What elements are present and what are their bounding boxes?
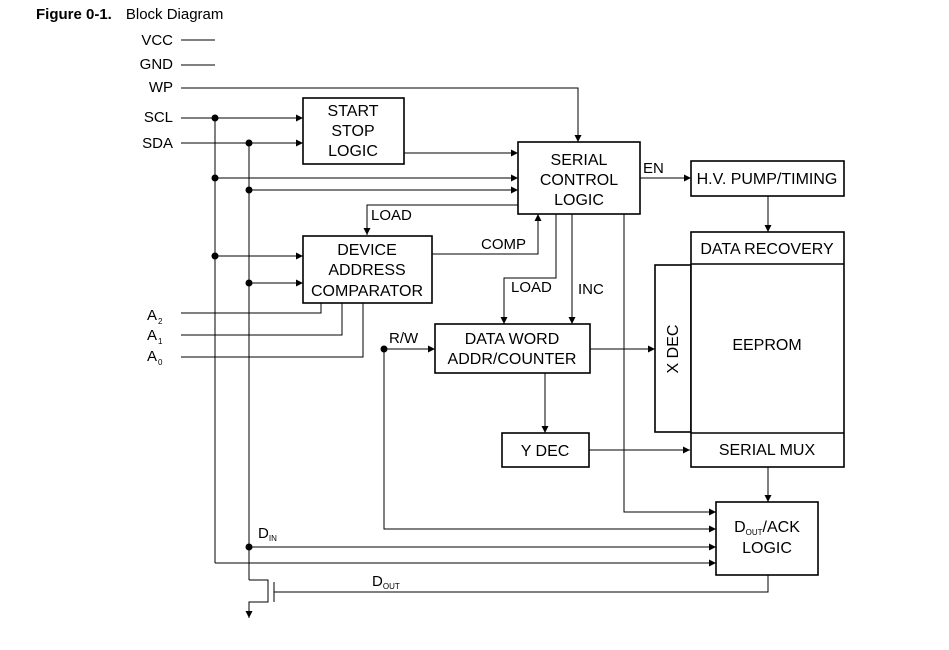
block-labels: START STOP LOGIC SERIAL CONTROL LOGIC H.… [311,103,837,557]
signal-dout-label: DOUT [372,573,400,591]
signal-comp-label: COMP [481,236,526,253]
x-dec-label: X DEC [665,325,682,374]
y-dec-label: Y DEC [521,443,570,460]
dout-ack-line-2: LOGIC [742,540,792,557]
pin-a0-label: A0 [147,348,163,367]
junction-sda-1 [245,139,253,147]
junction-rw [380,345,388,353]
junctions [211,114,388,551]
wire-control-to-dout [623,214,716,516]
start-stop-line-1: START [328,103,379,120]
eeprom-array-block [690,231,845,468]
blocks [302,97,845,576]
data-recovery-label: DATA RECOVERY [700,241,834,258]
data-word-line-2: ADDR/COUNTER [448,351,577,368]
dout-ack-line-1: DOUT/ACK [734,519,800,537]
wire-a1 [181,303,343,336]
eeprom-label: EEPROM [732,337,801,354]
wire-a2 [181,303,322,314]
x-dec-block [654,264,692,433]
signal-load-top-label: LOAD [371,207,412,224]
pin-a2-label: A2 [147,307,163,326]
serial-mux-label: SERIAL MUX [719,442,816,459]
wire-comp [432,214,542,255]
wire-load-to-dataword [500,214,557,324]
junction-scl-1 [211,114,219,122]
pin-wp-label: WP [149,79,173,96]
wires [181,39,772,618]
signal-en-label: EN [643,160,664,177]
junction-sda-2 [245,186,253,194]
data-word-addr-counter-block [434,323,591,374]
junction-scl-3 [211,252,219,260]
serial-control-line-2: CONTROL [540,172,618,189]
start-stop-logic-block [302,97,405,165]
signal-din-label: DIN [258,525,277,543]
figure-caption: Block Diagram [125,6,224,23]
device-address-line-1: DEVICE [337,242,397,259]
junction-scl-2 [211,174,219,182]
wire-wp [181,87,582,142]
figure-title: Figure 0-1. Block Diagram [36,6,223,23]
dout-ack-logic-block [715,501,819,576]
device-address-line-2: ADDRESS [328,262,405,279]
device-address-line-3: COMPARATOR [311,283,423,300]
junction-din [245,543,253,551]
pin-scl-label: SCL [144,109,173,126]
pin-sda-label: SDA [142,135,173,152]
serial-control-logic-block [517,141,641,215]
hv-pump-label: H.V. PUMP/TIMING [697,171,838,188]
pin-gnd-label: GND [140,56,174,73]
serial-control-line-3: LOGIC [554,192,604,209]
wire-a0 [181,303,364,358]
signal-load-mid-label: LOAD [511,279,552,296]
wire-dout [274,575,769,593]
wire-rw-to-dout [383,349,716,533]
device-address-comparator-block [302,235,433,304]
signal-inc-label: INC [578,281,604,298]
data-word-line-1: DATA WORD [465,331,560,348]
pin-vcc-label: VCC [141,32,173,49]
signal-rw-label: R/W [389,330,419,347]
serial-control-line-1: SERIAL [551,152,608,169]
y-dec-block [501,432,590,468]
signal-labels: EN LOAD COMP LOAD INC R/W DIN DOUT [258,160,664,591]
junction-sda-3 [245,279,253,287]
start-stop-line-2: STOP [331,123,374,140]
pin-a1-label: A1 [147,327,163,346]
hv-pump-timing-block [690,160,845,197]
pin-labels: VCC GND WP SCL SDA A2 A1 A0 [140,32,174,367]
start-stop-line-3: LOGIC [328,143,378,160]
transistor-channel [248,579,269,610]
figure-number: Figure 0-1. [36,6,112,23]
eeprom-dividers [691,263,844,434]
